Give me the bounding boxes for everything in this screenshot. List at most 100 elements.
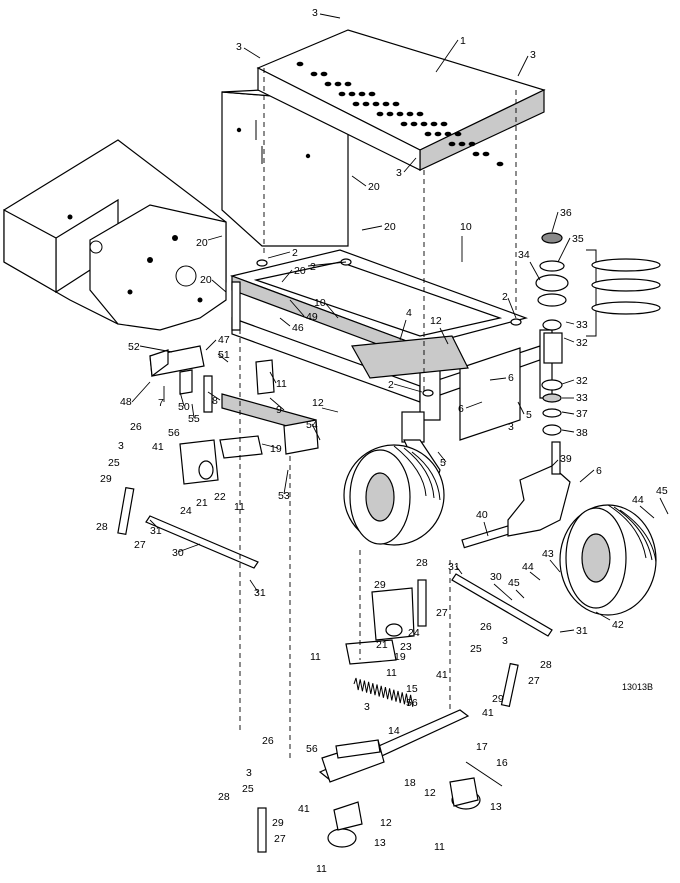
callout-14: 14 (388, 725, 400, 737)
callout-21a: 21 (196, 497, 208, 509)
callout-12b: 12 (312, 397, 324, 409)
callout-56c: 56 (306, 743, 318, 755)
callout-7: 7 (158, 397, 164, 409)
callout-11a: 11 (276, 378, 287, 390)
callout-5b: 5 (440, 457, 446, 469)
main-frame (229, 249, 553, 441)
callout-40: 40 (476, 509, 488, 521)
callout-6a: 6 (508, 372, 514, 384)
callout-45b: 45 (508, 577, 520, 589)
callout-43: 43 (542, 548, 554, 560)
callout-49: 49 (306, 311, 318, 323)
callout-39: 39 (560, 453, 572, 465)
callout-50: 50 (178, 401, 190, 413)
callout-26a: 26 (130, 421, 142, 433)
callout-54: 54 (306, 419, 318, 431)
callout-leaders (131, 13, 669, 633)
callout-2a: 2 (292, 247, 298, 259)
callout-20d: 20 (294, 265, 306, 277)
callout-16: 16 (496, 757, 508, 769)
callout-33b: 33 (576, 392, 588, 404)
callout-29b: 29 (374, 579, 386, 591)
callout-44b: 44 (522, 561, 534, 573)
callout-25b: 25 (470, 643, 482, 655)
callout-3e: 3 (508, 421, 514, 433)
lower-linkage (117, 486, 553, 853)
callout-29a: 29 (100, 473, 112, 485)
callout-42: 42 (612, 619, 624, 631)
callout-31d: 31 (254, 587, 266, 599)
callout-48: 48 (120, 396, 132, 408)
callout-3h: 3 (364, 701, 370, 713)
callout-27d: 27 (274, 833, 286, 845)
callout-23: 23 (400, 641, 412, 653)
hub-stack (535, 232, 661, 436)
callout-21b: 21 (376, 639, 388, 651)
callout-41a: 41 (152, 441, 164, 453)
callout-3b: 3 (236, 41, 242, 53)
callout-8: 8 (212, 395, 218, 407)
callout-38: 38 (576, 427, 588, 439)
callout-13b: 13 (374, 837, 386, 849)
callout-13a: 13 (490, 801, 502, 813)
callout-2d: 2 (388, 379, 394, 391)
callout-labels: 1 3 3 3 3 20 20 20 20 20 2 2 2 2 10 10 4… (96, 7, 668, 875)
callout-11d: 11 (386, 667, 397, 679)
callout-5a: 5 (526, 409, 532, 421)
callout-20e: 20 (200, 274, 212, 286)
callout-24b: 24 (408, 627, 420, 639)
callout-12d: 12 (380, 817, 392, 829)
callout-51: 51 (218, 349, 230, 361)
exploded-view-guides (239, 68, 517, 760)
callout-32b: 32 (576, 375, 588, 387)
callout-29d: 29 (272, 817, 284, 829)
callout-30a: 30 (490, 571, 502, 583)
callout-26b: 26 (480, 621, 492, 633)
callout-3d: 3 (396, 167, 402, 179)
callout-10b: 10 (314, 297, 326, 309)
callout-3c: 3 (530, 49, 536, 61)
callout-24a: 24 (180, 505, 192, 517)
callout-28d: 28 (218, 791, 230, 803)
callout-35: 35 (572, 233, 584, 245)
callout-12c: 12 (424, 787, 436, 799)
callout-12a: 12 (430, 315, 442, 327)
callout-30b: 30 (172, 547, 184, 559)
callout-11c: 11 (310, 651, 321, 663)
top-plate (256, 29, 546, 171)
callout-34: 34 (518, 249, 530, 261)
callout-32a: 32 (576, 337, 588, 349)
callout-47: 47 (218, 334, 230, 346)
callout-56b: 56 (406, 697, 418, 709)
upper-linkage (149, 345, 319, 485)
rear-wheel-assembly (461, 441, 657, 616)
callout-25a: 25 (108, 457, 120, 469)
callout-27b: 27 (436, 607, 448, 619)
callout-20b: 20 (384, 221, 396, 233)
figure-reference-code: 13013B (622, 682, 653, 692)
callout-6c: 6 (596, 465, 602, 477)
callout-56a: 56 (168, 427, 180, 439)
callout-52: 52 (128, 341, 140, 353)
callout-28a: 28 (96, 521, 108, 533)
callout-31b: 31 (448, 561, 460, 573)
callout-3f: 3 (118, 440, 124, 452)
callout-19b: 19 (394, 651, 406, 663)
callout-20a: 20 (368, 181, 380, 193)
callout-33a: 33 (576, 319, 588, 331)
callout-28b: 28 (416, 557, 428, 569)
callout-53: 53 (278, 490, 290, 502)
callout-9: 9 (276, 404, 282, 416)
callout-3i: 3 (246, 767, 252, 779)
callout-22: 22 (214, 491, 226, 503)
left-side-frame (3, 139, 227, 331)
callout-3a: 3 (312, 7, 318, 19)
callout-46: 46 (292, 322, 304, 334)
callout-55: 55 (188, 413, 200, 425)
callout-45a: 45 (656, 485, 668, 497)
callout-31a: 31 (576, 625, 588, 637)
callout-10a: 10 (460, 221, 472, 233)
callout-19a: 19 (270, 443, 282, 455)
